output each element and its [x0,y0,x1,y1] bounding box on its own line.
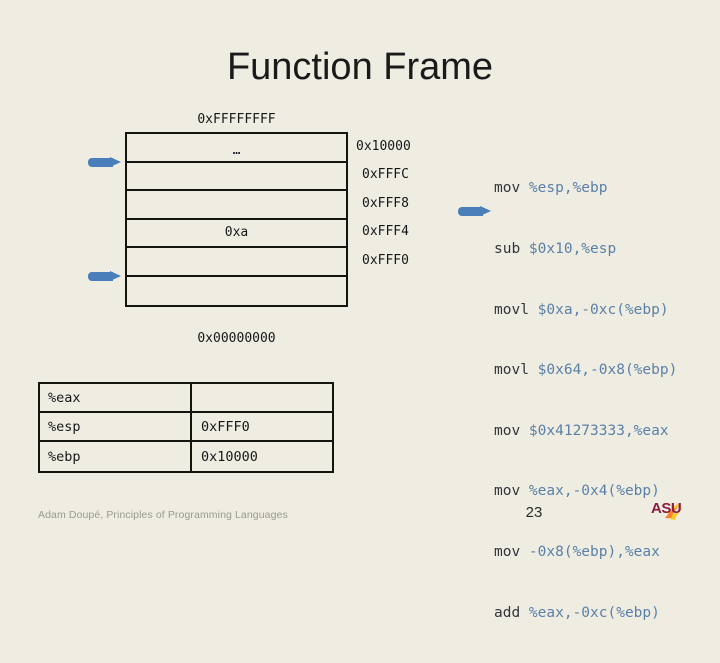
assembly-code-listing: mov %esp,%ebp sub $0x10,%esp movl $0xa,-… [494,138,677,663]
arrow-head [110,157,121,167]
page-number: 23 [525,504,543,521]
stack-address-tick-list: 0x10000 0xFFFC 0xFFF8 0xFFF4 0xFFF0 [354,132,454,275]
assembly-operands: $0x64,-0x8(%ebp) [537,362,678,379]
assembly-line: mov %esp,%ebp [494,178,677,198]
assembly-mnemonic: add [494,604,529,621]
assembly-line: mov %eax,-0x4(%ebp) [494,481,677,501]
register-value [192,384,332,411]
stack-address-tick: 0x10000 [356,138,411,154]
assembly-operands: -0x8(%ebp),%eax [528,544,660,561]
slide: Function Frame 0xFFFFFFFF … 0xa 0x000000… [38,46,697,621]
stack-cell-value: 0xa [224,225,249,241]
assembly-operands: %esp,%ebp [528,180,608,197]
arrow-shaft [88,158,113,167]
stack-address-tick: 0xFFF4 [362,224,409,240]
table-row: %eax [40,384,332,413]
stack-row [127,277,346,306]
stack-row: … [127,134,346,163]
arrow-head [110,271,121,281]
stack-row [127,163,346,191]
arrow-shaft [458,207,483,216]
stack-top-address-label: 0xFFFFFFFF [197,112,276,127]
assembly-operands: %eax,-0xc(%ebp) [528,604,660,621]
assembly-mnemonic: movl [494,301,538,318]
register-name: %eax [40,384,192,411]
assembly-line: mov -0x8(%ebp),%eax [494,542,677,562]
assembly-mnemonic: movl [494,362,538,379]
register-name: %ebp [40,442,192,471]
page-title: Function Frame [226,46,494,88]
assembly-operands: %eax,-0x4(%ebp) [528,483,660,500]
assembly-mnemonic: mov [494,544,529,561]
asu-logo: ASU [651,500,697,524]
stack-row [127,248,346,277]
arrow-head [480,206,491,216]
esp-pointer-arrow-icon [88,271,122,281]
assembly-line: add %eax,-0xc(%ebp) [494,603,677,623]
table-row: %ebp 0x10000 [40,442,332,471]
register-value: 0xFFF0 [201,418,250,435]
assembly-mnemonic: sub [494,241,529,258]
stack-address-tick: 0xFFF0 [362,252,409,268]
assembly-line: mov $0x41273333,%eax [494,421,677,441]
assembly-operands: $0x41273333,%eax [528,422,669,439]
assembly-line: sub $0x10,%esp [494,239,677,259]
asu-wordmark: ASU [651,500,682,517]
stack-row [127,191,346,220]
stack-address-tick: 0xFFF8 [362,195,409,211]
ebp-pointer-arrow-icon [88,157,122,167]
arrow-shaft [88,272,113,281]
current-instruction-arrow-icon [458,206,492,216]
assembly-line: movl $0xa,-0xc(%ebp) [494,300,677,320]
stack-bottom-address-label: 0x00000000 [197,331,276,346]
stack-diagram: … 0xa [125,132,348,307]
register-name: %esp [40,413,192,440]
asu-pitchfork-icon [665,503,683,520]
assembly-mnemonic: mov [494,180,529,197]
assembly-mnemonic: mov [494,483,529,500]
assembly-mnemonic: mov [494,422,529,439]
assembly-operands: $0xa,-0xc(%ebp) [537,301,669,318]
stack-address-tick: 0xFFFC [362,167,409,183]
stack-row: 0xa [127,220,346,248]
register-value: 0x10000 [201,448,258,465]
assembly-operands: $0x10,%esp [528,241,617,258]
assembly-line: movl $0x64,-0x8(%ebp) [494,360,677,380]
table-row: %esp 0xFFF0 [40,413,332,442]
stack-cell-value: … [232,143,241,159]
register-table: %eax %esp 0xFFF0 %ebp 0x10000 [38,382,334,473]
footer-attribution: Adam Doupé, Principles of Programming La… [38,509,288,521]
